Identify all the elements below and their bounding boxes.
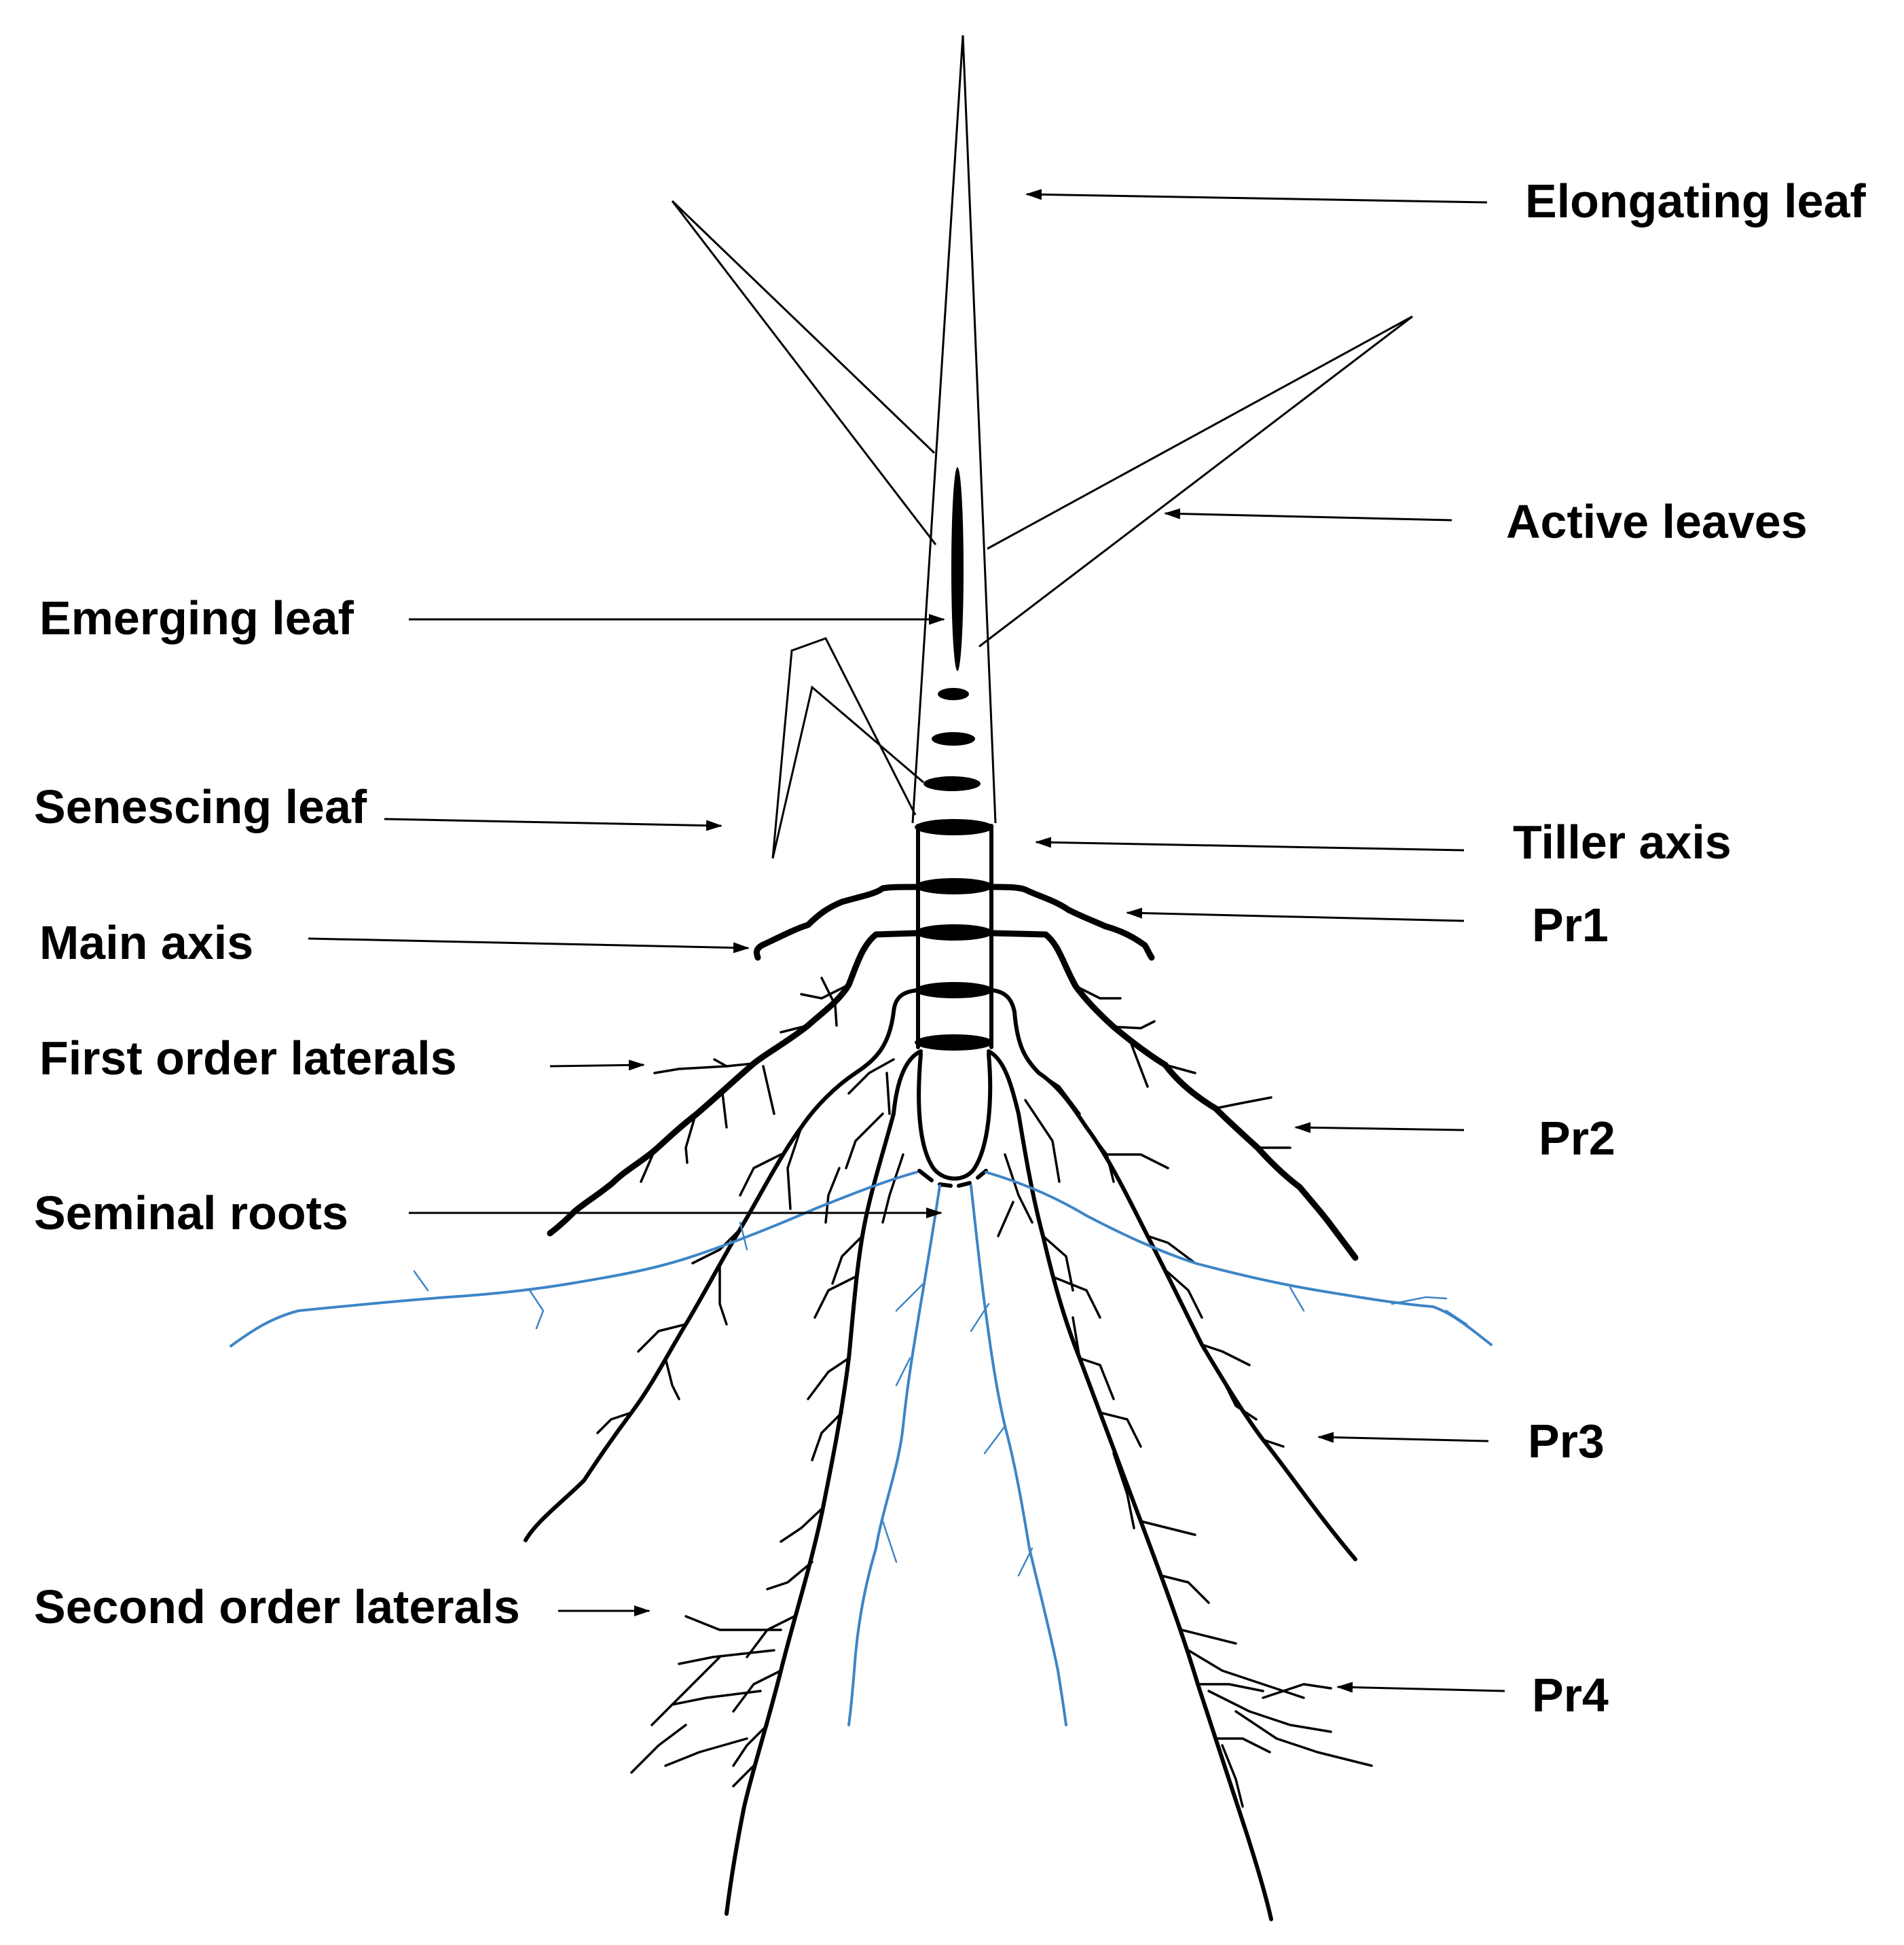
pr1-roots (753, 884, 1155, 961)
node (923, 776, 981, 791)
label-main-axis: Main axis (39, 916, 253, 969)
label-pr2: Pr2 (1539, 1112, 1615, 1165)
senescing-leaf (771, 637, 924, 859)
shoot (671, 35, 1413, 859)
label-active-leaves: Active leaves (1506, 495, 1808, 548)
arrows (308, 189, 1505, 1693)
node (915, 924, 993, 941)
main-axis (917, 1052, 993, 1181)
arrow-main-axis (308, 937, 750, 953)
labels: Elongating leaf Active leaves Emerging l… (34, 175, 1866, 1722)
node (915, 878, 993, 894)
label-pr3: Pr3 (1528, 1415, 1605, 1468)
seminal-roots (230, 1171, 1493, 1726)
node (938, 688, 969, 700)
label-elongating-leaf: Elongating leaf (1525, 175, 1866, 228)
label-emerging-leaf: Emerging leaf (39, 592, 354, 644)
arrow-senescing-leaf (384, 818, 722, 831)
label-pr4: Pr4 (1532, 1669, 1609, 1722)
arrow-active-leaves (1164, 508, 1452, 522)
second-order-laterals (596, 1058, 1373, 1808)
node (915, 1034, 993, 1051)
arrow-pr3 (1317, 1432, 1489, 1443)
arrow-pr4 (1336, 1682, 1505, 1693)
emerging-leaf (951, 467, 964, 671)
active-leaf-right (978, 315, 1413, 648)
label-senescing-leaf: Senescing leaf (34, 780, 367, 833)
label-second-order-laterals: Second order laterals (34, 1580, 520, 1633)
label-tiller-axis: Tiller axis (1513, 816, 1732, 869)
label-seminal-roots: Seminal roots (34, 1186, 348, 1239)
node (915, 982, 993, 998)
label-pr1: Pr1 (1532, 898, 1609, 951)
first-order-laterals (640, 977, 1292, 1183)
crown-base (917, 1169, 988, 1188)
tiller-axis (915, 819, 993, 1188)
pr2-roots (547, 930, 1359, 1261)
arrow-pr2 (1294, 1122, 1465, 1133)
arrow-first-order-laterals (549, 1059, 645, 1071)
node (915, 819, 993, 835)
node (932, 732, 975, 746)
arrow-pr1 (1126, 907, 1465, 922)
elongating-leaf (911, 35, 997, 824)
active-leaf-left (671, 200, 937, 545)
arrow-elongating-leaf (1025, 189, 1488, 204)
pr4-roots (725, 1049, 1273, 1921)
arrow-tiller-axis (1035, 837, 1465, 852)
label-first-order-laterals: First order laterals (39, 1032, 457, 1085)
pr3-roots (524, 988, 1357, 1561)
